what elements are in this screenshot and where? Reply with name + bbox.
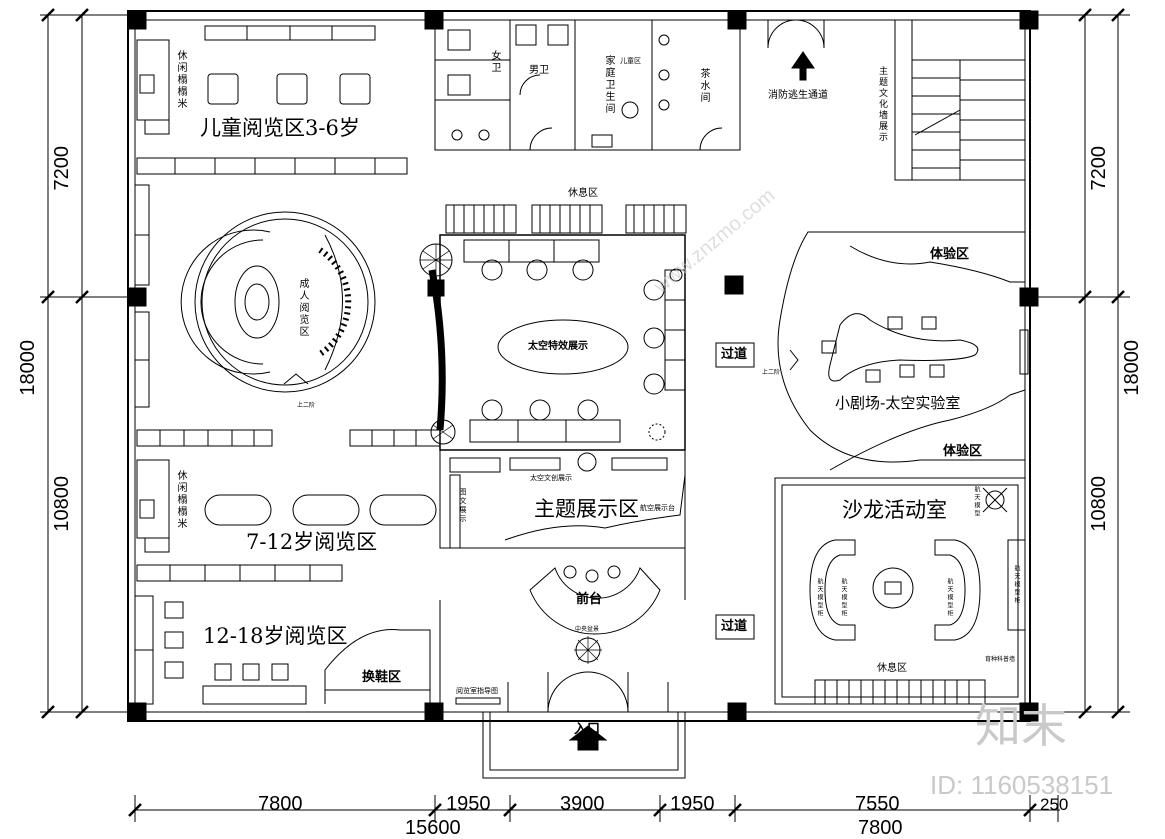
label-space-model-5: 航天模型 <box>973 486 980 518</box>
dim-bottom-total-right: 7800 <box>858 817 903 839</box>
label-upstairs-1: 上二阶 <box>297 402 316 409</box>
label-guide-map: 阅览室指导图 <box>456 687 498 695</box>
dim-left-top: 7200 <box>51 146 73 191</box>
dim-left-total: 18000 <box>17 340 39 396</box>
label-graphic-display: 图文展示 <box>459 488 467 524</box>
watermark-id: ID: 1160538151 <box>930 770 1114 800</box>
dim-left-bottom: 10800 <box>51 476 73 532</box>
label-space-effect: 太空特效展示 <box>528 341 588 352</box>
dim-bottom-total-left: 15600 <box>405 817 461 839</box>
dim-right-top: 7200 <box>1088 146 1110 191</box>
label-space-model-4: 航天模型柜 <box>1013 565 1020 605</box>
label-space-model-2: 航天模型柜 <box>840 578 847 618</box>
zone-label-experience-top: 体验区 <box>930 247 970 262</box>
label-fire-exit: 消防逃生通道 <box>768 90 828 101</box>
zone-label-entrance: 入口 <box>574 722 601 737</box>
label-family-wc: 家庭卫生间 <box>603 55 614 115</box>
zone-label-salon: 沙龙活动室 <box>842 498 947 522</box>
label-education-wall: 育种科普墙 <box>985 656 1016 663</box>
zone-label-kids-7-12: 7-12岁阅览区 <box>246 530 378 554</box>
zone-label-theater: 小剧场-太空实验室 <box>835 394 961 412</box>
label-men-wc: 男卫 <box>529 65 549 76</box>
zone-label-rest-top: 休息区 <box>568 188 598 199</box>
zone-label-kids-3-6: 儿童阅览区3-6岁 <box>200 116 360 140</box>
dim-bottom-6: 250 <box>1040 795 1069 814</box>
label-culture-wall: 主题文化墙展示 <box>877 66 887 143</box>
label-tea-room: 茶水间 <box>698 68 709 104</box>
dim-bottom-4: 1950 <box>670 793 715 815</box>
dim-bottom-5: 7550 <box>855 793 900 815</box>
label-aero-display: 航空展示台 <box>640 504 675 512</box>
zone-label-theme-display: 主题展示区 <box>534 497 639 521</box>
label-space-model-1: 航天模型柜 <box>816 578 823 618</box>
dim-bottom-1: 7800 <box>258 793 303 815</box>
zone-label-corridor-1: 过道 <box>721 347 748 362</box>
zone-label-shoe-change: 换鞋区 <box>362 670 402 685</box>
label-child-area: 儿童区 <box>620 57 641 65</box>
label-space-model-3: 航天模型柜 <box>946 578 953 618</box>
zone-label-front-desk: 前台 <box>576 592 603 607</box>
label-tatami-1: 休闲榻榻米 <box>175 50 186 110</box>
dim-right-total: 18000 <box>1121 340 1143 396</box>
label-space-creative: 太空文创展示 <box>530 474 572 482</box>
zone-label-experience-bottom: 体验区 <box>943 444 983 459</box>
zone-label-adult-reading: 成人阅览区 <box>297 278 308 338</box>
label-center-gravity: 中央盆景 <box>575 626 600 633</box>
label-women-wc: 女卫 <box>489 50 500 74</box>
dim-bottom-3: 3900 <box>560 793 605 815</box>
label-upstairs-2: 上二阶 <box>762 369 781 376</box>
dim-bottom-2: 1950 <box>446 793 491 815</box>
label-tatami-2: 休闲榻榻米 <box>175 470 186 530</box>
zone-label-rest-salon: 休息区 <box>877 663 907 674</box>
zone-label-teen-12-18: 12-18岁阅览区 <box>203 624 348 648</box>
zone-label-corridor-2: 过道 <box>721 619 748 634</box>
watermark-brand: 知末 <box>975 699 1067 753</box>
dim-right-bottom: 10800 <box>1088 476 1110 532</box>
